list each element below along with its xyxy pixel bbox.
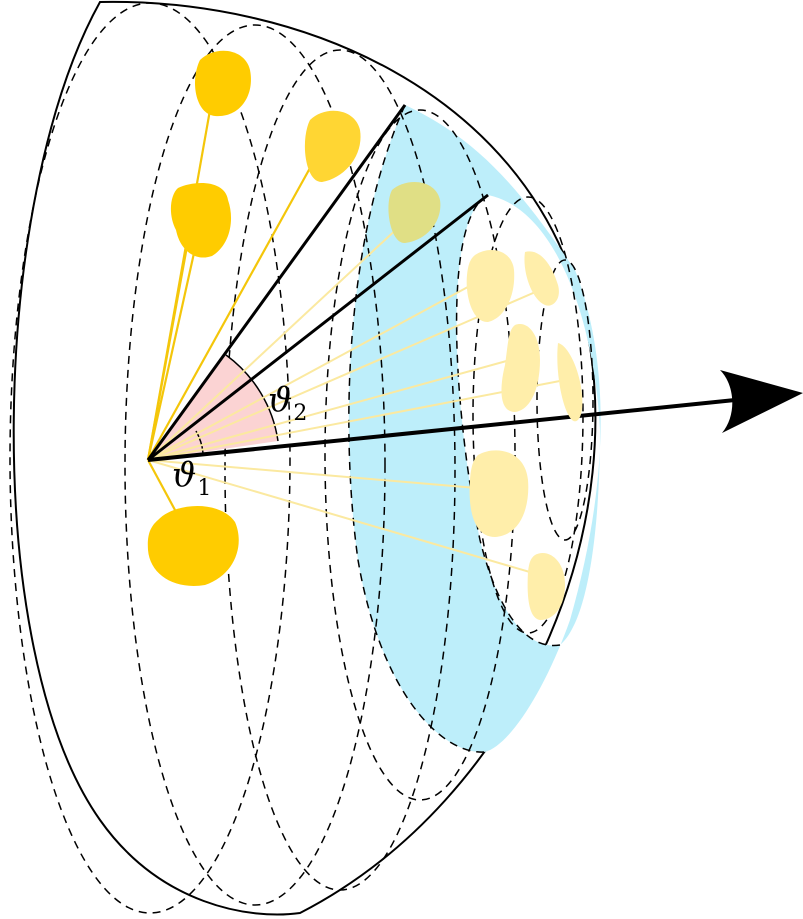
ray-faded-7 — [147, 459, 541, 576]
ray-blob-2b — [146, 234, 200, 461]
latitude-ring-4 — [324, 109, 516, 801]
theta1-label: ϑ1 — [172, 455, 211, 501]
angular-band — [348, 105, 601, 753]
latitude-ring-2 — [124, 24, 386, 906]
faded-blob-2 — [524, 251, 559, 306]
blobs-strong — [147, 50, 361, 586]
faded-blob-5 — [469, 450, 529, 537]
theta2-symbol: ϑ — [268, 380, 293, 420]
ray-blob-bottom — [147, 459, 176, 511]
cone-ray-inner — [147, 193, 489, 462]
ray-faded-3 — [147, 289, 541, 461]
faded-blob-1 — [466, 250, 515, 323]
theta2-label: ϑ2 — [268, 380, 307, 426]
angle-arc-theta2 — [225, 354, 279, 442]
ray-faded-6 — [147, 459, 501, 491]
ray-faded-1 — [147, 211, 416, 461]
blob-2 — [170, 183, 232, 258]
rays-faded — [147, 211, 566, 576]
blob-1 — [195, 50, 251, 117]
latitude-rings — [9, 2, 594, 914]
faded-blob-3 — [501, 324, 540, 412]
theta1-subscript: 1 — [197, 476, 212, 501]
ray-faded-4 — [147, 359, 511, 461]
blobs-faded — [466, 250, 583, 620]
theta2-subscript: 2 — [293, 401, 308, 426]
shell-outline — [12, 0, 597, 916]
band-outer-edge — [348, 104, 486, 753]
faded-blob-6 — [527, 553, 565, 620]
latitude-ring-3 — [224, 49, 456, 891]
ray-blob-2a — [146, 229, 192, 461]
ray-faded-5 — [147, 379, 566, 461]
ray-faded-2 — [147, 274, 491, 461]
cone-ray-outer — [146, 104, 407, 461]
band-inner-edge — [455, 194, 561, 647]
latitude-ring-6 — [536, 259, 594, 541]
blob-in-band — [388, 181, 441, 244]
faded-blob-4 — [557, 343, 583, 422]
blob-3 — [304, 110, 361, 183]
axis-line — [147, 398, 736, 462]
latitude-ring-1 — [9, 2, 291, 914]
axis-arrowhead — [720, 370, 803, 433]
ray-blob-3 — [147, 149, 321, 461]
theta1-symbol: ϑ — [172, 455, 197, 495]
rays-strong — [146, 109, 321, 511]
blob-bottom — [147, 506, 239, 586]
